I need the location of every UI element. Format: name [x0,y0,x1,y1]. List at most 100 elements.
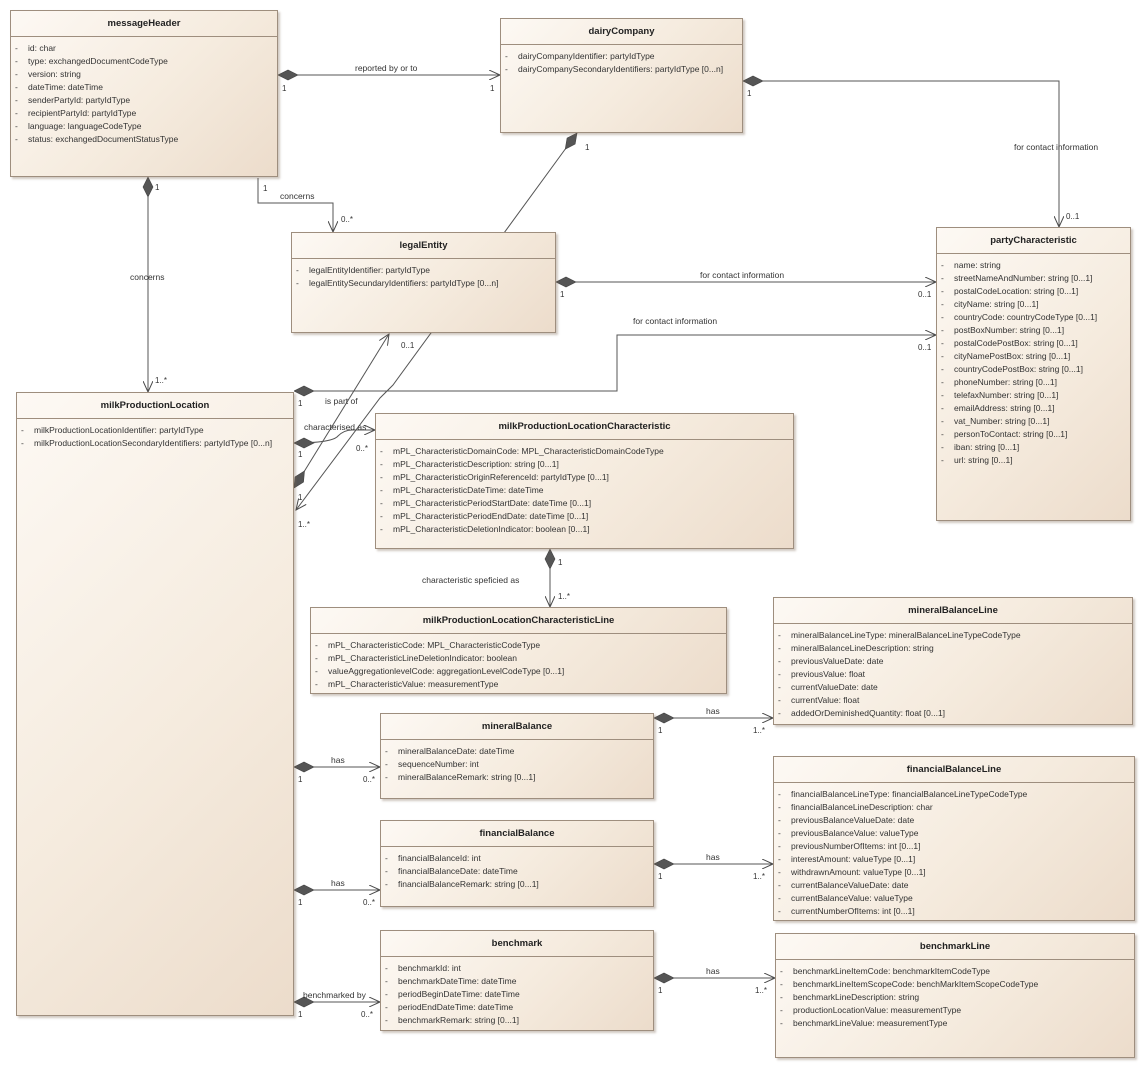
class-dairy-company[interactable]: dairyCompany-dairyCompanyIdentifier: par… [500,18,743,133]
attribute-text: postBoxNumber: string [0...1] [954,325,1065,335]
svg-text:1..*: 1..* [155,376,167,385]
class-name: milkProductionLocation [17,393,293,419]
class-financial-balance[interactable]: financialBalance-financialBalanceId: int… [380,820,654,907]
attribute-text: withdrawnAmount: valueType [0...1] [791,867,926,877]
attribute-text: url: string [0...1] [954,455,1013,465]
class-milk-production-location[interactable]: milkProductionLocation -milkProductionLoc… [16,392,294,1016]
class-name: milkProductionLocationCharacteristic [376,414,793,440]
attribute-item: -milkProductionLocationIdentifier: party… [21,424,293,437]
attribute-item: -emailAddress: string [0...1] [941,402,1130,415]
class-benchmark[interactable]: benchmark-benchmarkId: int-benchmarkDate… [380,930,654,1031]
svg-text:1: 1 [155,183,160,192]
attribute-list: -name: string-streetNameAndNumber: strin… [937,254,1130,467]
class-financial-balance-line[interactable]: financialBalanceLine-financialBalanceLin… [773,756,1135,921]
svg-text:for contact information: for contact information [633,316,717,326]
attribute-item: -previousBalanceValue: valueType [778,827,1134,840]
attribute-item: -mPL_CharacteristicCode: MPL_Characteris… [315,639,726,652]
attribute-text: milkProductionLocationSecondaryIdentifie… [34,438,273,448]
attribute-text: currentBalanceValue: valueType [791,893,913,903]
class-name: milkProductionLocationCharacteristicLine [311,608,726,634]
attribute-item: -currentValue: float [778,694,1132,707]
attribute-item: -financialBalanceId: int [385,852,653,865]
attribute-text: currentNumberOfItems: int [0...1] [791,906,915,916]
visibility-marker: - [941,442,944,452]
svg-text:has: has [706,852,720,862]
attribute-text: previousBalanceValueDate: date [791,815,915,825]
svg-text:0..1: 0..1 [918,290,932,299]
attribute-text: benchmarkDateTime: dateTime [398,976,517,986]
assoc-milkproductionlocation-characteristic: characterised as 1 0..* [294,422,375,459]
visibility-marker: - [385,759,388,769]
visibility-marker: - [385,853,388,863]
visibility-marker: - [941,351,944,361]
visibility-marker: - [505,64,508,74]
visibility-marker: - [941,377,944,387]
attribute-item: -postBoxNumber: string [0...1] [941,324,1130,337]
attribute-item: -financialBalanceDate: dateTime [385,865,653,878]
class-benchmark-line[interactable]: benchmarkLine-benchmarkLineItemCode: ben… [775,933,1135,1058]
svg-text:has: has [331,878,345,888]
visibility-marker: - [21,425,24,435]
attribute-text: countryCodePostBox: string [0...1] [954,364,1083,374]
svg-text:0..1: 0..1 [918,343,932,352]
svg-text:1..*: 1..* [755,986,767,995]
visibility-marker: - [385,879,388,889]
attribute-item: -mPL_CharacteristicOriginReferenceId: pa… [380,471,793,484]
visibility-marker: - [315,640,318,650]
attribute-text: benchmarkLineDescription: string [793,992,920,1002]
svg-text:1..*: 1..* [298,520,310,529]
attribute-item: -cityNamePostBox: string [0...1] [941,350,1130,363]
visibility-marker: - [778,867,781,877]
attribute-text: benchmarkId: int [398,963,461,973]
attribute-item: -iban: string [0...1] [941,441,1130,454]
svg-text:characterised as: characterised as [304,422,366,432]
attribute-list: -mineralBalanceLineType: mineralBalanceL… [774,624,1132,720]
visibility-marker: - [296,278,299,288]
attribute-item: -previousNumberOfItems: int [0...1] [778,840,1134,853]
attribute-text: mineralBalanceLineType: mineralBalanceLi… [791,630,1021,640]
visibility-marker: - [505,51,508,61]
attribute-item: -mPL_CharacteristicLineDeletionIndicator… [315,652,726,665]
visibility-marker: - [778,828,781,838]
assoc-financialbalance-financialbalanceline: has 1 1..* [654,852,773,881]
attribute-text: mPL_CharacteristicLineDeletionIndicator:… [328,653,517,663]
attribute-list: -mPL_CharacteristicDomainCode: MPL_Chara… [376,440,793,536]
svg-text:1: 1 [658,726,663,735]
class-milk-production-location-characteristic-line[interactable]: milkProductionLocationCharacteristicLine… [310,607,727,694]
class-milk-production-location-characteristic[interactable]: milkProductionLocationCharacteristic-mPL… [375,413,794,549]
svg-text:1: 1 [585,143,590,152]
class-mineral-balance-line[interactable]: mineralBalanceLine-mineralBalanceLineTyp… [773,597,1133,725]
class-mineral-balance[interactable]: mineralBalance-mineralBalanceDate: dateT… [380,713,654,799]
class-name: partyCharacteristic [937,228,1130,254]
attribute-list: -milkProductionLocationIdentifier: party… [17,419,293,450]
class-legal-entity[interactable]: legalEntity-legalEntityIdentifier: party… [291,232,556,333]
attribute-text: vat_Number: string [0...1] [954,416,1050,426]
class-name: benchmarkLine [776,934,1134,960]
svg-text:0..*: 0..* [341,215,353,224]
class-name: financialBalance [381,821,653,847]
attribute-item: -currentNumberOfItems: int [0...1] [778,905,1134,918]
visibility-marker: - [315,679,318,689]
attribute-text: sequenceNumber: int [398,759,479,769]
attribute-text: id: char [28,43,56,53]
attribute-item: -interestAmount: valueType [0...1] [778,853,1134,866]
visibility-marker: - [778,630,781,640]
visibility-marker: - [380,498,383,508]
attribute-text: mPL_CharacteristicDescription: string [0… [393,459,559,469]
attribute-item: -senderPartyId: partyIdType [15,94,277,107]
attribute-list: -mPL_CharacteristicCode: MPL_Characteris… [311,634,726,691]
attribute-text: valueAggregationlevelCode: aggregationLe… [328,666,565,676]
attribute-list: -financialBalanceId: int-financialBalanc… [381,847,653,891]
class-message-header[interactable]: messageHeader-id: char-type: exchangedDo… [10,10,278,177]
visibility-marker: - [780,979,783,989]
visibility-marker: - [941,312,944,322]
attribute-list: -dairyCompanyIdentifier: partyIdType-dai… [501,45,742,76]
visibility-marker: - [15,82,18,92]
attribute-text: senderPartyId: partyIdType [28,95,131,105]
class-party-characteristic[interactable]: partyCharacteristic-name: string-streetN… [936,227,1131,521]
svg-text:1..*: 1..* [558,592,570,601]
visibility-marker: - [941,260,944,270]
svg-text:1: 1 [298,493,303,502]
attribute-item: -currentBalanceValueDate: date [778,879,1134,892]
attribute-item: -mPL_CharacteristicDeletionIndicator: bo… [380,523,793,536]
